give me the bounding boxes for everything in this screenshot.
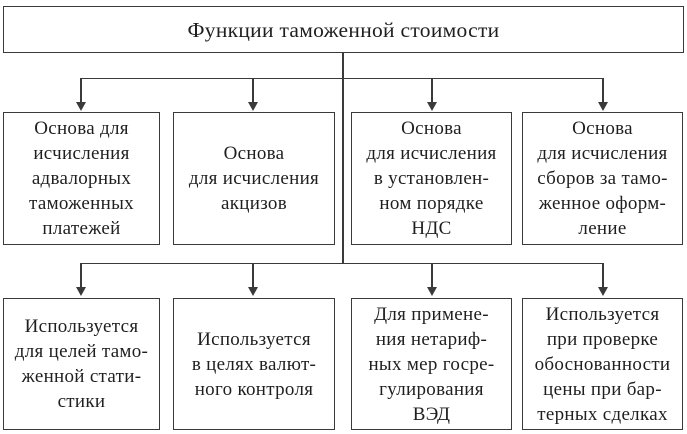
- connector-stem: [80, 78, 82, 104]
- arrow-down-icon: [598, 102, 608, 111]
- arrow-down-icon: [598, 287, 608, 296]
- arrow-down-icon: [427, 102, 437, 111]
- connector-stem: [431, 263, 433, 289]
- node-customs-clearance-fees-base: Основа для исчисления сборов за тамо- же…: [522, 112, 683, 245]
- node-customs-statistics: Используется для целей тамо- женной стат…: [3, 298, 160, 430]
- node-label: Для примене- ния нетариф- ных мер госре-…: [368, 303, 495, 425]
- connector-stem: [252, 78, 254, 104]
- connector-stem: [252, 263, 254, 289]
- connector-stem: [602, 263, 604, 289]
- node-label: Основа для исчисления акцизов: [188, 143, 320, 214]
- connector-stem: [431, 78, 433, 104]
- node-advalorem-payments-base: Основа для исчисления адвалорных таможен…: [3, 112, 160, 245]
- node-label: Используется для целей тамо- женной стат…: [14, 316, 149, 412]
- node-nontariff-measures: Для примене- ния нетариф- ных мер госре-…: [351, 298, 512, 430]
- node-label: Основа для исчисления адвалорных таможен…: [29, 118, 134, 239]
- arrow-down-icon: [427, 287, 437, 296]
- node-label: Основа для исчисления в установлен- ном …: [366, 118, 497, 239]
- connector-branch-top: [81, 77, 604, 79]
- node-label: Основа для исчисления сборов за тамо- же…: [537, 118, 668, 239]
- node-label: Используется в целях валют- ного контрол…: [191, 328, 317, 400]
- node-barter-price-check: Используется при проверке обоснованности…: [522, 298, 683, 430]
- connector-branch-bottom: [81, 262, 604, 264]
- connector-spine: [342, 53, 344, 263]
- arrow-down-icon: [248, 102, 258, 111]
- node-excise-base: Основа для исчисления акцизов: [173, 112, 335, 245]
- node-currency-control: Используется в целях валют- ного контрол…: [173, 298, 335, 430]
- arrow-down-icon: [248, 287, 258, 296]
- arrow-down-icon: [76, 287, 86, 296]
- node-label: Используется при проверке обоснованности…: [534, 303, 671, 425]
- connector-stem: [80, 263, 82, 289]
- arrow-down-icon: [76, 102, 86, 111]
- connector-stem: [602, 78, 604, 104]
- node-title-label: Функции таможенной стоимости: [187, 17, 500, 42]
- node-vat-base: Основа для исчисления в установлен- ном …: [351, 112, 512, 245]
- node-title: Функции таможенной стоимости: [3, 6, 684, 53]
